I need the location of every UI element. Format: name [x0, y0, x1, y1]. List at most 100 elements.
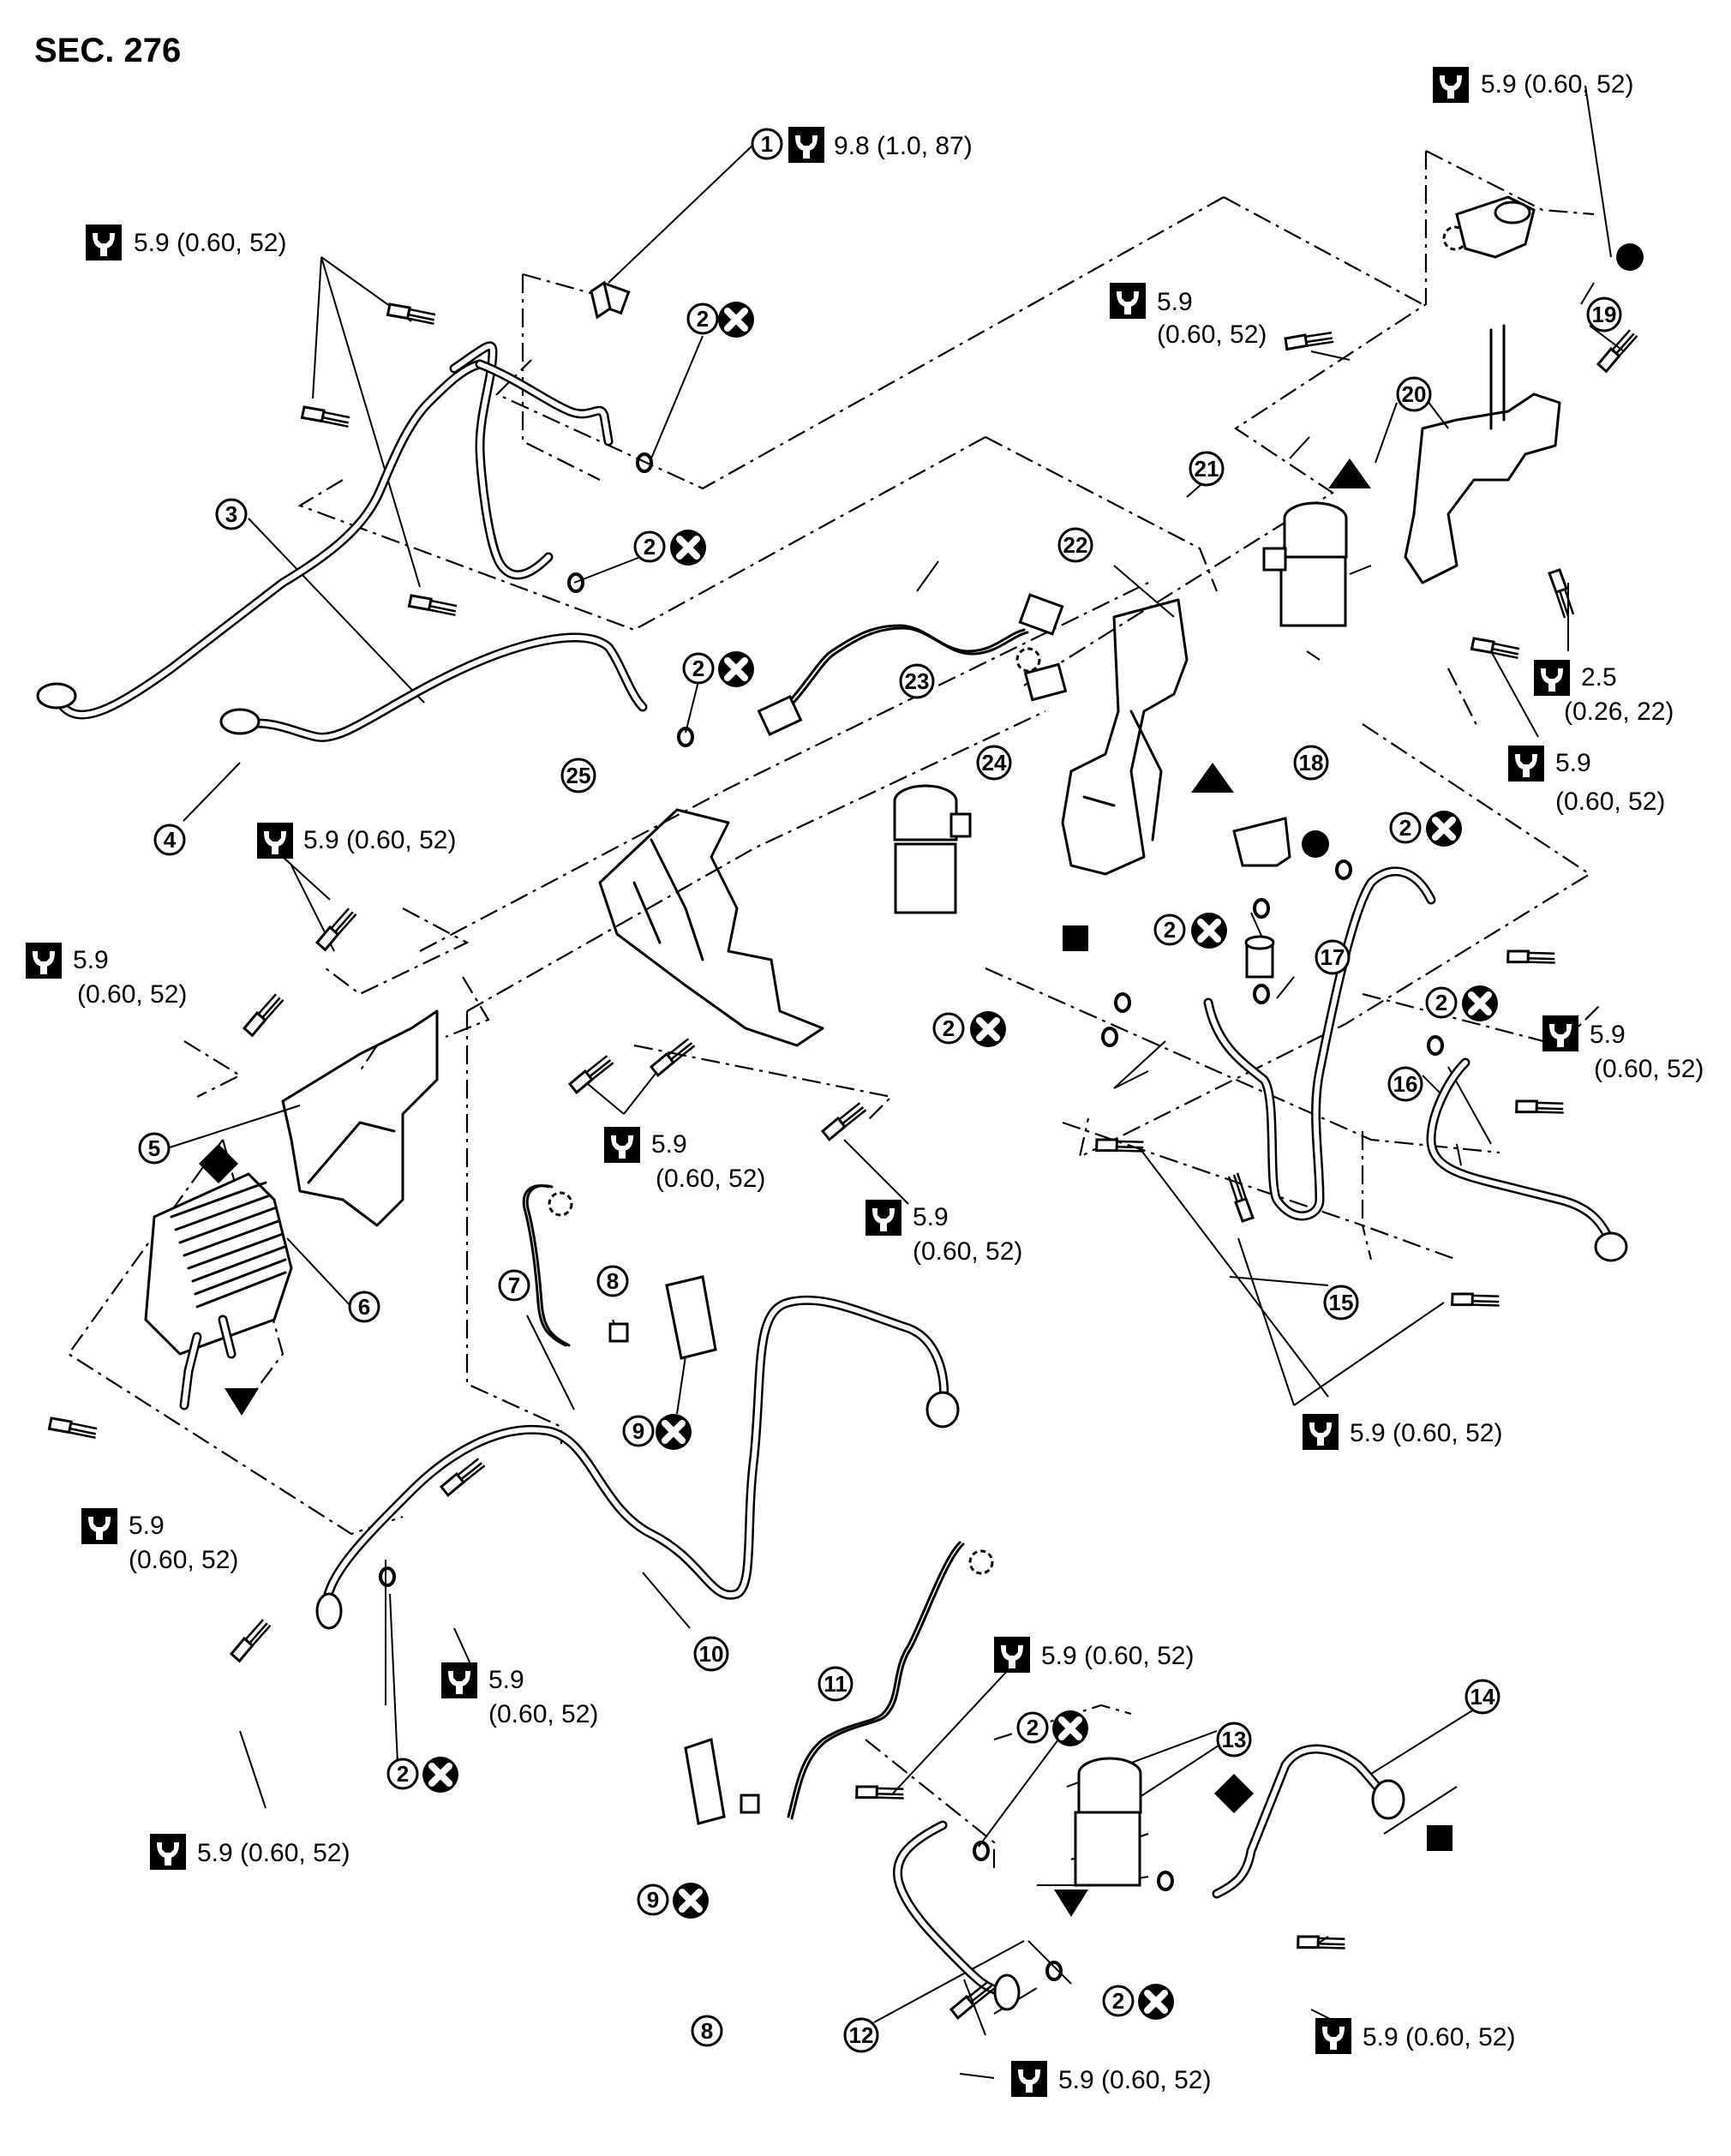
torque-label: 5.9 (0.60, 52): [26, 943, 187, 1009]
svg-text:(0.60, 52): (0.60, 52): [77, 980, 187, 1009]
filled-diamond-mark: [199, 1144, 238, 1183]
callout-5: 5: [138, 1132, 171, 1165]
section-title: SEC. 276: [34, 32, 181, 69]
harness-11: [787, 1541, 961, 1818]
svg-text:2.5: 2.5: [1581, 663, 1617, 692]
svg-text:23: 23: [905, 668, 930, 694]
callout-25: 25: [560, 758, 596, 794]
torque-label: 5.9 (0.60, 52): [441, 1662, 598, 1728]
torque-label: 5.9 (0.60, 52): [86, 225, 286, 261]
callout-10: 10: [693, 1636, 729, 1672]
shape-markers: [199, 243, 1644, 1917]
brackets: [281, 324, 1561, 1227]
callout-3: 3: [215, 498, 248, 530]
oring-callouts: 2 2 2 2 2 2 2 2 2 2 9: [386, 302, 1498, 2020]
svg-text:(0.60, 52): (0.60, 52): [656, 1165, 765, 1193]
callout-2: 2: [1389, 811, 1462, 847]
do-not-reuse-x-icon: [656, 1414, 692, 1450]
svg-text:5.9: 5.9: [1555, 749, 1591, 777]
pipes: [55, 341, 1616, 1997]
guide-lines: [67, 150, 1603, 1868]
torque-specs: 9.8 (1.0, 87) 5.9 (0.60, 52) 5.9 (0.60, …: [26, 67, 1704, 2097]
svg-text:13: 13: [1222, 1727, 1247, 1752]
svg-text:22: 22: [1063, 532, 1088, 558]
callout-11: 11: [818, 1666, 854, 1702]
harnesses: [522, 225, 1468, 1820]
torque-label: 5.9 (0.60, 52): [257, 823, 456, 859]
callout-19: 19: [1586, 296, 1622, 332]
pipe-4: [239, 632, 648, 742]
svg-text:(0.60, 52): (0.60, 52): [1555, 788, 1665, 816]
callout-2: 2: [1425, 985, 1498, 1021]
do-not-reuse-x-icon: [673, 1883, 709, 1919]
svg-text:5.9: 5.9: [651, 1130, 687, 1159]
svg-text:(0.60, 52): (0.60, 52): [913, 1237, 1022, 1266]
svg-text:8: 8: [607, 1268, 619, 1294]
svg-text:14: 14: [1470, 1684, 1495, 1710]
torque-wrench-icon: [1110, 283, 1146, 319]
callout-13: 13: [1216, 1722, 1252, 1758]
svg-text:(0.60, 52): (0.60, 52): [1594, 1055, 1704, 1083]
torque-wrench-icon: [1508, 746, 1544, 782]
svg-text:2: 2: [943, 1015, 955, 1041]
svg-text:10: 10: [699, 1641, 724, 1667]
svg-text:2: 2: [397, 1761, 409, 1787]
callout-15: 15: [1323, 1285, 1359, 1321]
callout-2: 2: [686, 302, 754, 338]
svg-text:2: 2: [1164, 917, 1176, 943]
torque-wrench-icon: [866, 1200, 901, 1236]
svg-text:24: 24: [982, 750, 1007, 776]
filled-square-mark: [1427, 1825, 1452, 1851]
svg-text:19: 19: [1592, 302, 1617, 327]
do-not-reuse-x-icon: [718, 302, 754, 338]
svg-text:(0.60, 52): (0.60, 52): [129, 1546, 238, 1574]
svg-text:5.9 (0.60, 52): 5.9 (0.60, 52): [1481, 70, 1633, 99]
svg-text:9: 9: [647, 1887, 659, 1913]
svg-text:2: 2: [1112, 1988, 1124, 2014]
valve-24: [893, 784, 972, 914]
callout-12: 12: [843, 2017, 879, 2053]
svg-text:(0.60, 52): (0.60, 52): [488, 1700, 598, 1728]
callout-7: 7: [498, 1269, 530, 1302]
svg-text:11: 11: [824, 1671, 848, 1697]
torque-label: 5.9 (0.60, 52): [1315, 2018, 1515, 2054]
callout-2: 2: [633, 530, 706, 566]
callout-6: 6: [348, 1291, 380, 1323]
svg-text:18: 18: [1299, 750, 1324, 776]
callout-23: 23: [899, 663, 935, 699]
svg-text:4: 4: [164, 827, 177, 853]
callout-4: 4: [153, 823, 186, 856]
svg-text:2: 2: [1399, 815, 1411, 841]
sensor-1: [590, 280, 631, 320]
svg-text:5.9: 5.9: [129, 1512, 165, 1540]
torque-wrench-icon: [1315, 2018, 1351, 2054]
svg-text:6: 6: [358, 1294, 370, 1320]
callout-20: 20: [1396, 376, 1432, 412]
callout-21: 21: [1189, 451, 1225, 487]
svg-text:5: 5: [148, 1135, 160, 1161]
torque-wrench-icon: [994, 1637, 1030, 1673]
do-not-reuse-x-icon: [1052, 1710, 1088, 1746]
svg-text:20: 20: [1402, 381, 1427, 407]
fitting-17: [1244, 935, 1275, 979]
torque-label: 9.8 (1.0, 87): [788, 127, 973, 163]
callout-9: 9: [622, 1415, 655, 1447]
svg-text:5.9: 5.9: [913, 1203, 949, 1231]
bolts: [45, 290, 1646, 2021]
sleeve-9-lower: [684, 1738, 726, 1825]
svg-text:(0.26, 22): (0.26, 22): [1564, 698, 1674, 726]
clip-8-upper: [608, 1322, 629, 1343]
svg-text:5.9: 5.9: [1157, 288, 1193, 316]
svg-text:5.9: 5.9: [1590, 1021, 1626, 1049]
svg-text:5.9 (0.60, 52): 5.9 (0.60, 52): [134, 229, 286, 257]
callout-2: 2: [1153, 913, 1227, 949]
svg-text:(0.60, 52): (0.60, 52): [1157, 320, 1267, 349]
torque-wrench-icon: [1433, 67, 1469, 103]
torque-label: 5.9 (0.60, 52): [994, 1637, 1194, 1673]
svg-text:2: 2: [644, 534, 656, 560]
svg-text:9.8 (1.0, 87): 9.8 (1.0, 87): [834, 132, 973, 160]
torque-label: 5.9 (0.60, 52): [1508, 746, 1665, 816]
svg-text:2: 2: [697, 306, 709, 332]
filled-diamond-mark: [1214, 1774, 1254, 1813]
